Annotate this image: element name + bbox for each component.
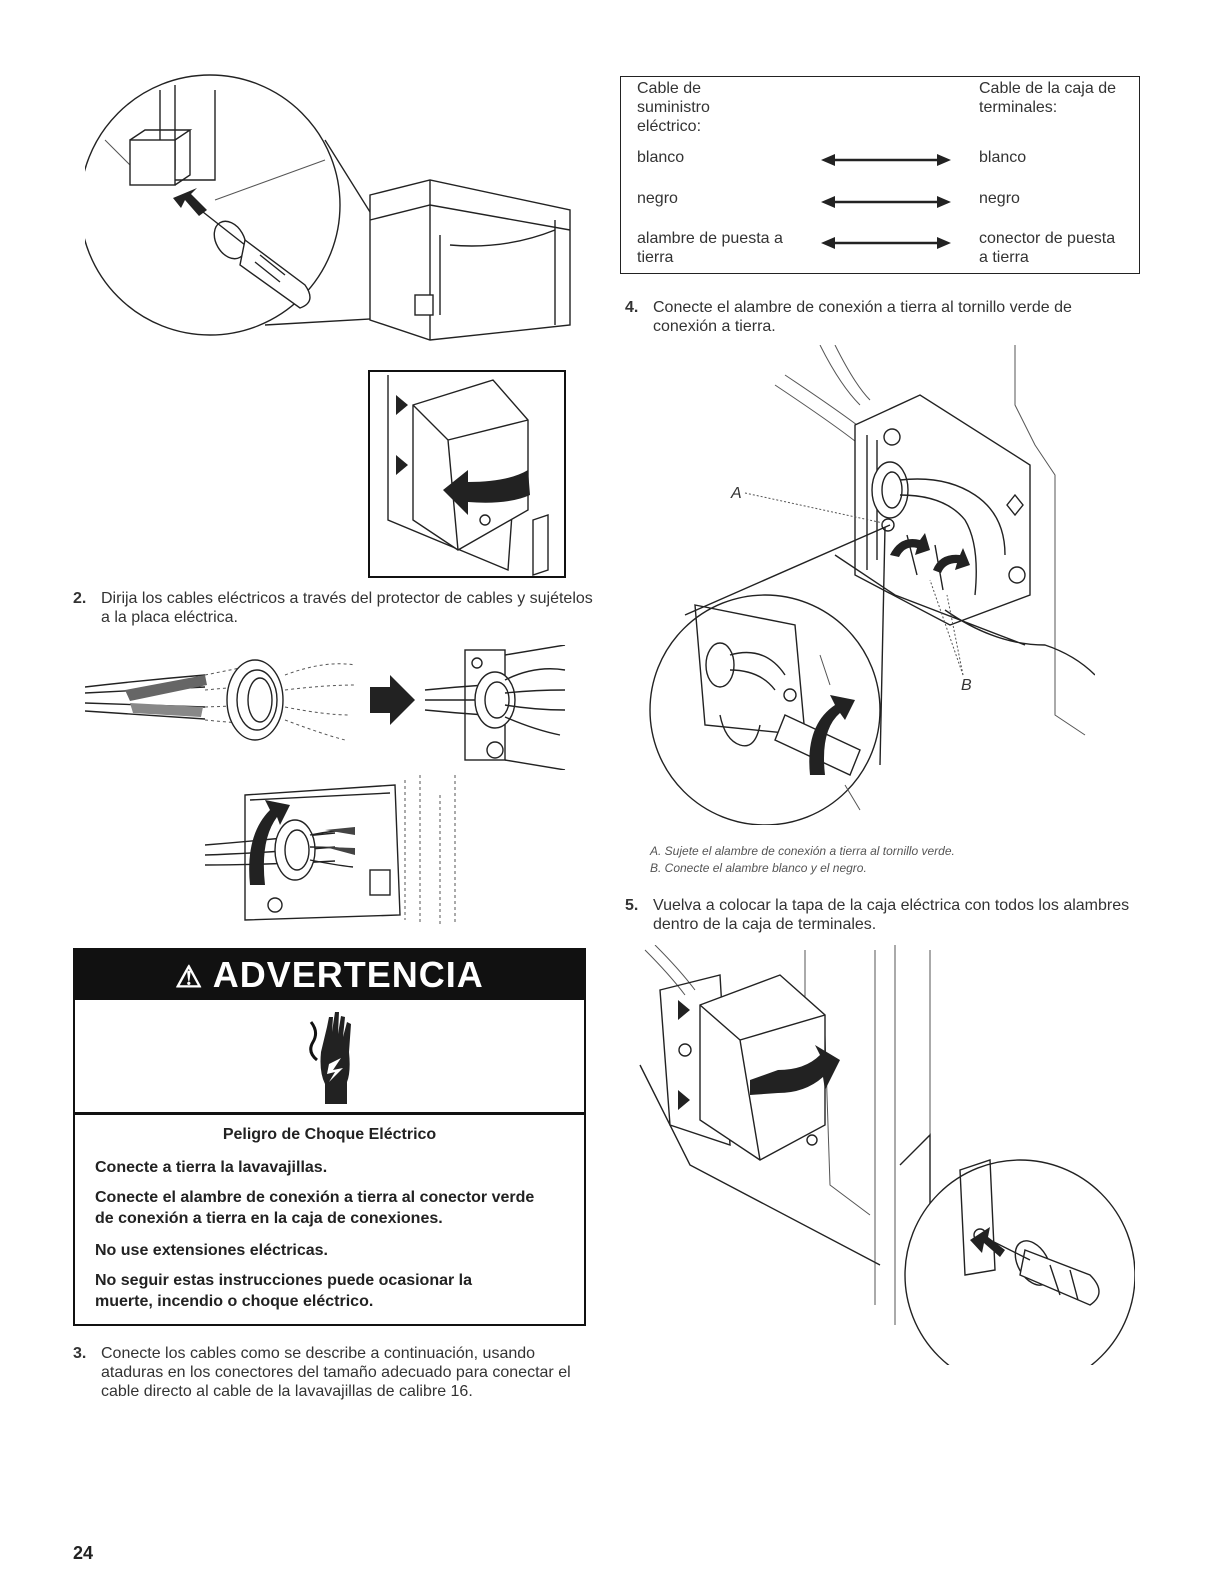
step-text: Dirija los cables eléctricos a través de… — [101, 590, 593, 626]
wiring-right-cell: blanco — [979, 149, 1027, 166]
step-text: Conecte el alambre de conexión a tierra … — [653, 299, 1072, 335]
warning-line: Conecte a tierra la lavavajillas. — [95, 1159, 328, 1176]
step-number: 5. — [625, 897, 639, 914]
wiring-left-cell: negro — [637, 190, 678, 207]
warning-triangle-icon: ⚠ — [175, 961, 204, 994]
step-4: 4. Conecte el alambre de conexión a tier… — [625, 298, 1140, 338]
figure-label-a: A — [731, 485, 742, 502]
double-arrow-icon — [821, 196, 951, 208]
page-number: 24 — [73, 1543, 94, 1563]
step-5: 5. Vuelva a colocar la tapa de la caja e… — [625, 896, 1140, 936]
step-3: 3. Conecte los cables como se describe a… — [73, 1344, 598, 1424]
double-arrow-icon — [821, 237, 951, 249]
replace-cover-illustration — [639, 945, 1135, 1365]
step-number: 4. — [625, 299, 639, 316]
warning-line: No seguir estas instrucciones puede ocas… — [95, 1272, 473, 1310]
wiring-table: Cable de suministro eléctrico: Cable de … — [620, 76, 1140, 274]
junction-box-screw-illustration — [85, 74, 571, 341]
wiring-left-header: Cable de suministro eléctrico: — [637, 80, 710, 135]
cable-protector-illustration — [85, 645, 566, 770]
terminal-box-cover-illustration — [368, 370, 566, 578]
step-text: Conecte los cables como se describe a co… — [101, 1345, 571, 1400]
warning-separator — [75, 1112, 584, 1115]
step-text: Vuelva a colocar la tapa de la caja eléc… — [653, 897, 1130, 933]
step-2: 2. Dirija los cables eléctricos a través… — [73, 589, 593, 629]
warning-line: No use extensiones eléctricas. — [95, 1242, 328, 1259]
ground-screw-illustration — [649, 345, 1095, 825]
wiring-right-header: Cable de la caja de terminales: — [979, 80, 1116, 116]
electric-shock-hand-icon — [309, 1012, 351, 1104]
step-number: 2. — [73, 590, 87, 607]
caption-b: B. Conecte el alambre blanco y el negro. — [650, 861, 867, 875]
warning-heading: ⚠ ADVERTENCIA — [75, 950, 584, 1000]
figure-label-b: B — [961, 677, 972, 694]
wiring-right-cell: conector de puesta a tierra — [979, 230, 1116, 266]
warning-title: Peligro de Choque Eléctrico — [222, 1126, 437, 1143]
cable-clamp-fastening-illustration — [205, 775, 456, 925]
wiring-left-cell: blanco — [637, 149, 685, 166]
wiring-right-cell: negro — [979, 190, 1020, 207]
caption-a: A. Sujete el alambre de conexión a tierr… — [650, 844, 955, 858]
wiring-left-cell: alambre de puesta a tierra — [637, 230, 783, 266]
warning-line: Conecte el alambre de conexión a tierra … — [95, 1189, 535, 1227]
warning-box: ⚠ ADVERTENCIA Peligro de Choque Eléctric… — [73, 948, 586, 1326]
double-arrow-icon — [821, 154, 951, 166]
step-number: 3. — [73, 1345, 87, 1362]
